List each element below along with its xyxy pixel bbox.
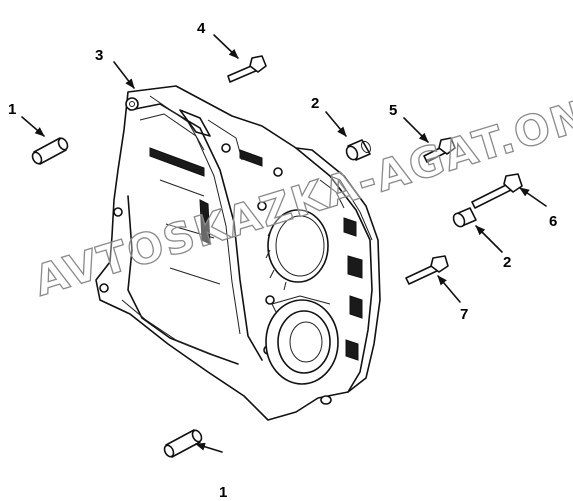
bolt-top xyxy=(227,55,267,83)
sleeve-upper xyxy=(345,139,372,161)
callout-2-right: 2 xyxy=(503,254,511,271)
bolt-lower-right xyxy=(405,255,449,285)
callout-5: 5 xyxy=(389,102,397,119)
callout-4: 4 xyxy=(197,20,206,37)
sleeve-right xyxy=(452,207,477,228)
gear-housing xyxy=(95,85,381,421)
leader-lines xyxy=(21,34,547,453)
leader-line-1b xyxy=(195,442,223,453)
callout-2-upper: 2 xyxy=(311,95,319,112)
bolt-long-right xyxy=(471,173,523,209)
leader-line-7 xyxy=(437,275,461,303)
callout-1-lower: 1 xyxy=(219,484,227,501)
callout-1-upper: 1 xyxy=(8,101,16,118)
callout-6: 6 xyxy=(549,213,557,230)
dowel-pin-upper xyxy=(31,137,69,165)
leader-line-5 xyxy=(403,117,429,143)
leader-line-4 xyxy=(213,34,239,59)
dowel-pin-lower xyxy=(163,429,203,458)
callout-7: 7 xyxy=(460,306,468,323)
leader-line-2b xyxy=(475,225,503,253)
bolt-upper-right xyxy=(423,137,456,163)
leader-line-6 xyxy=(519,187,547,207)
leader-line-2a xyxy=(325,111,347,137)
leader-line-1a xyxy=(21,116,45,137)
callout-3: 3 xyxy=(95,47,103,64)
leader-line-3 xyxy=(113,61,135,89)
